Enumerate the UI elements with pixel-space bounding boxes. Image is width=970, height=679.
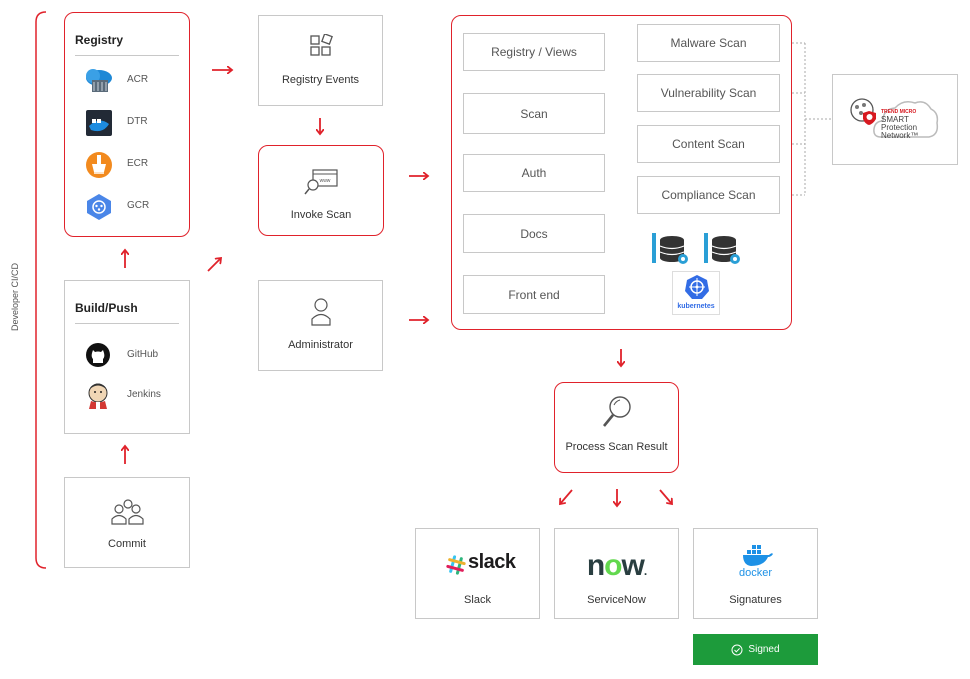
database-gear-icon xyxy=(652,233,688,264)
vulnerability-scan[interactable]: Vulnerability Scan xyxy=(637,74,780,112)
arrow-build-to-invoke xyxy=(207,258,221,272)
slack-wordmark: slack xyxy=(468,551,516,573)
arrow-process-to-signatures xyxy=(659,489,672,504)
users-icon xyxy=(111,499,144,525)
slack-box[interactable]: slack Slack xyxy=(415,528,540,619)
kubernetes-logo: kubernetes xyxy=(672,271,720,315)
svg-text:www: www xyxy=(320,178,331,184)
service-docs[interactable]: Docs xyxy=(463,214,605,253)
web-search-icon: www xyxy=(304,169,338,195)
process-scan-label: Process Scan Result xyxy=(565,441,668,453)
registry-item-gcr[interactable]: GCR xyxy=(83,192,193,222)
registry-panel: Registry ACR DTR ECR xyxy=(64,12,190,237)
divider xyxy=(75,55,179,56)
trend-line3: Network™ xyxy=(881,131,919,140)
kubernetes-icon xyxy=(685,275,709,299)
registry-item-label: ACR xyxy=(127,74,149,85)
service-auth[interactable]: Auth xyxy=(463,154,605,192)
docker-trusted-registry-icon xyxy=(86,110,112,136)
trend-line2: Protection xyxy=(881,123,918,132)
cicd-bracket xyxy=(35,11,47,569)
kubernetes-label: kubernetes xyxy=(677,303,715,310)
administrator-label: Administrator xyxy=(288,339,353,351)
divider xyxy=(75,323,179,324)
aws-ecr-icon xyxy=(86,152,112,178)
administrator-box[interactable]: Administrator xyxy=(258,280,383,371)
registry-item-label: ECR xyxy=(127,158,149,169)
docker-whale-icon xyxy=(743,545,773,566)
jenkins-icon xyxy=(88,383,108,409)
invoke-scan-box[interactable]: www Invoke Scan xyxy=(258,145,384,236)
process-scan-result-box[interactable]: Process Scan Result xyxy=(554,382,679,473)
registry-item-ecr[interactable]: ECR xyxy=(83,150,193,180)
service-registry-views[interactable]: Registry / Views xyxy=(463,33,605,71)
trend-brand: TREND MICRO xyxy=(881,109,917,115)
trend-cloud-outline xyxy=(873,97,939,143)
trend-micro-spn-box[interactable]: TREND MICRO SMART Protection Network™ xyxy=(832,74,958,165)
registry-title: Registry xyxy=(75,33,124,47)
arrow-process-to-slack xyxy=(560,489,573,504)
magnifier-icon xyxy=(602,396,631,427)
compliance-scan[interactable]: Compliance Scan xyxy=(637,176,780,214)
slack-label: Slack xyxy=(464,594,491,606)
build-item-label: Jenkins xyxy=(127,389,161,400)
check-circle-icon xyxy=(731,644,743,655)
slack-icon xyxy=(446,555,466,575)
blocks-icon xyxy=(310,34,333,56)
service-front-end[interactable]: Front end xyxy=(463,275,605,314)
invoke-scan-label: Invoke Scan xyxy=(290,209,352,221)
registry-item-label: DTR xyxy=(127,116,148,127)
side-label: Developer CI/CD xyxy=(10,262,20,332)
trend-micro-globe-icon xyxy=(850,98,876,125)
registry-item-dtr[interactable]: DTR xyxy=(83,108,193,138)
signatures-box[interactable]: docker Signatures xyxy=(693,528,818,619)
service-scan[interactable]: Scan xyxy=(463,93,605,134)
google-registry-icon xyxy=(87,194,111,220)
malware-scan[interactable]: Malware Scan xyxy=(637,24,780,62)
signed-badge: Signed xyxy=(693,634,818,665)
servicenow-label: ServiceNow xyxy=(587,594,646,606)
servicenow-box[interactable]: now. ServiceNow xyxy=(554,528,679,619)
cloud-icon xyxy=(873,101,939,138)
build-item-jenkins[interactable]: Jenkins xyxy=(83,381,193,411)
build-title: Build/Push xyxy=(75,301,138,315)
commit-label: Commit xyxy=(108,538,146,550)
content-scan[interactable]: Content Scan xyxy=(637,125,780,163)
build-item-label: GitHub xyxy=(127,349,159,360)
person-icon xyxy=(311,298,331,326)
signatures-label: Signatures xyxy=(729,594,782,606)
registry-item-label: GCR xyxy=(127,200,150,211)
database-gear-icon xyxy=(704,233,740,264)
registry-item-acr[interactable]: ACR xyxy=(83,66,193,96)
servicenow-wordmark: now. xyxy=(586,549,648,582)
docker-wordmark: docker xyxy=(738,567,773,579)
commit-box[interactable]: Commit xyxy=(64,477,190,568)
azure-cloud-icon xyxy=(86,69,112,92)
build-item-github[interactable]: GitHub xyxy=(83,341,193,371)
build-push-panel: Build/Push GitHub Jenkins xyxy=(64,280,190,434)
signed-label: Signed xyxy=(748,644,780,655)
registry-events-box[interactable]: Registry Events xyxy=(258,15,383,106)
registry-events-label: Registry Events xyxy=(281,74,360,86)
github-icon xyxy=(86,343,110,367)
trend-line1: SMART xyxy=(881,115,909,124)
